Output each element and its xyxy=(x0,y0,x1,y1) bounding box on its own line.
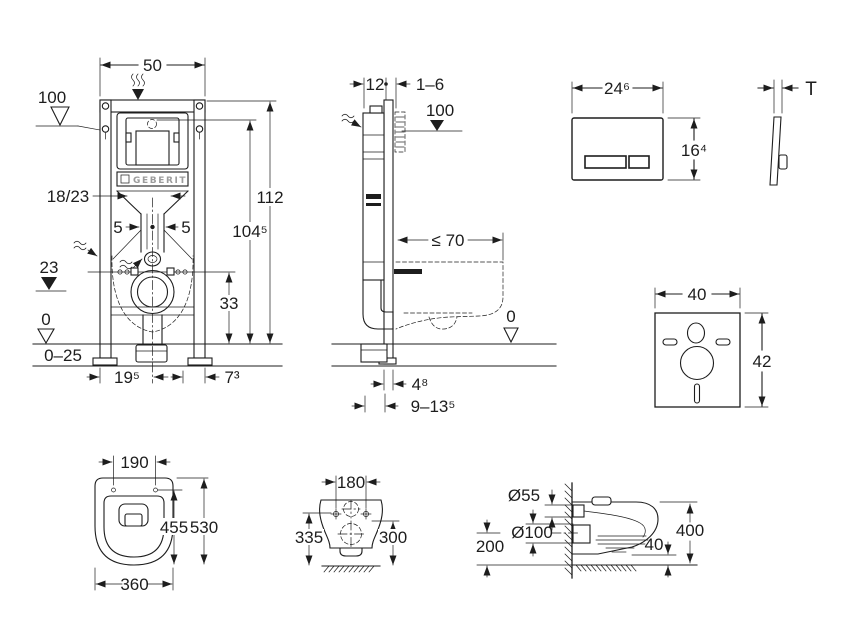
dim-bottom-gap: 40 xyxy=(645,535,664,554)
flush-plate-dimensions: 24⁶ 16⁴ xyxy=(571,79,707,181)
dim-pad-height: 42 xyxy=(753,352,772,371)
dim-height-outer: 335 xyxy=(295,528,323,547)
level-marker-open xyxy=(50,106,70,127)
odor-extraction-icon xyxy=(131,73,145,100)
dim-pan-depth: ≤ 70 xyxy=(432,231,465,250)
ground-hatch-rear xyxy=(321,565,381,573)
floor-hatch xyxy=(571,564,698,572)
dim-outlet-offset: 19⁵ xyxy=(114,368,140,387)
dim-floor-buildup: 0–25 xyxy=(44,346,82,365)
pan-outline-rear xyxy=(319,499,383,549)
flow-arrow-icon xyxy=(119,258,143,270)
frame-outline xyxy=(92,99,213,366)
dim-bend-range: 9–13⁵ xyxy=(411,397,456,416)
dim-plate-width: 24⁶ xyxy=(604,79,630,98)
pan-rear-view: 180 335 300 xyxy=(294,473,408,573)
flush-plate xyxy=(571,117,664,181)
pan-side-view: Ø55 Ø100 200 40 400 xyxy=(476,482,704,579)
dim-bracket-range: 18/23 xyxy=(47,187,90,206)
zero-marker-open xyxy=(37,328,55,345)
flush-button-large xyxy=(584,155,627,169)
dim-pan-width: 360 xyxy=(120,575,148,594)
dim-pad-width: 40 xyxy=(688,285,707,304)
pan-outline-side xyxy=(571,501,659,555)
dim-frame-height: 112 xyxy=(256,188,283,207)
dim-outlet-height: 200 xyxy=(476,537,504,556)
dim-hole-spacing-rear: 180 xyxy=(337,473,365,492)
brand-bar: GEBERIT xyxy=(116,171,189,187)
flush-plate-front-view: 24⁶ 16⁴ xyxy=(571,79,707,181)
flush-button-small xyxy=(628,155,650,169)
dim-hole-spacing-plan: 190 xyxy=(120,453,148,472)
pan-plan-dimensions: 190 455 530 360 xyxy=(94,453,219,594)
flush-plate-profile xyxy=(769,116,782,186)
zero-marker-open-side xyxy=(503,327,519,344)
level-zero: 0 xyxy=(41,310,50,329)
dim-depth: 12 xyxy=(366,75,385,94)
dim-bowl-depth: 455 xyxy=(160,518,188,537)
dim-rail-depth: 4⁸ xyxy=(412,375,429,394)
dim-plate-height: 16⁴ xyxy=(681,141,707,160)
dim-offset-left: 5 xyxy=(113,218,122,237)
frame-side-dimensions: 12 1–6 100 ≤ 70 0 4⁸ xyxy=(349,75,519,416)
brand-label: GEBERIT xyxy=(133,176,187,186)
dim-wall-finish: 1–6 xyxy=(416,75,444,94)
dim-trap-height: 33 xyxy=(220,294,239,313)
pan-plan-view: 190 455 530 360 xyxy=(94,453,219,594)
frame-front-dimensions: 50 100 18/23 5 5 23 0 0–25 xyxy=(35,56,286,387)
cistern xyxy=(116,112,189,170)
insulation-pad xyxy=(654,312,741,408)
wall-finish-strip xyxy=(394,111,406,153)
flush-pipe xyxy=(112,190,193,267)
dim-upper-height: 104⁵ xyxy=(232,222,267,241)
dim-height-inner: 300 xyxy=(379,528,407,547)
water-supply-icon-side xyxy=(341,113,362,128)
level-marker-filled xyxy=(41,277,57,290)
plate-thickness-dimension: T xyxy=(757,79,817,114)
sound-insulation-pad-view: 40 42 xyxy=(654,285,772,408)
frame-side-view: 12 1–6 100 ≤ 70 0 4⁸ xyxy=(331,75,557,416)
side-cistern xyxy=(362,105,385,281)
dim-offset-right: 5 xyxy=(181,218,190,237)
dim-pan-depth-plan: 530 xyxy=(190,518,218,537)
level-zero-side: 0 xyxy=(506,307,515,326)
pan-side-dimensions: Ø55 Ø100 200 40 400 xyxy=(476,486,704,578)
level-supply-100-side: 100 xyxy=(426,101,454,120)
pan-dashed-outline xyxy=(395,261,504,330)
bowl-water xyxy=(595,535,649,553)
frame-front-view: GEBERIT xyxy=(32,56,286,387)
inlet-connector xyxy=(572,504,585,518)
level-marker-filled-side xyxy=(430,120,444,131)
plate-clip xyxy=(778,154,788,170)
outlet-connector xyxy=(572,524,591,544)
level-supply-100: 100 xyxy=(38,88,66,107)
wall-hatch xyxy=(564,482,573,579)
water-supply-icon xyxy=(73,240,98,257)
dim-rim-height: 400 xyxy=(676,521,704,540)
dim-frame-width: 50 xyxy=(143,56,162,75)
seat-hinge xyxy=(591,496,612,506)
pad-dimensions: 40 42 xyxy=(654,285,772,408)
flush-plate-side-view: T xyxy=(757,79,817,186)
flush-pipe-stub xyxy=(394,269,422,274)
dim-inlet-diameter: Ø55 xyxy=(508,486,540,505)
level-drain-23: 23 xyxy=(40,258,59,277)
dim-outlet-diameter: Ø100 xyxy=(511,523,553,542)
dim-rail-width: 7³ xyxy=(224,368,239,387)
dim-plate-thickness: T xyxy=(805,79,817,100)
pan-rear-dimensions: 180 335 300 xyxy=(294,473,408,566)
